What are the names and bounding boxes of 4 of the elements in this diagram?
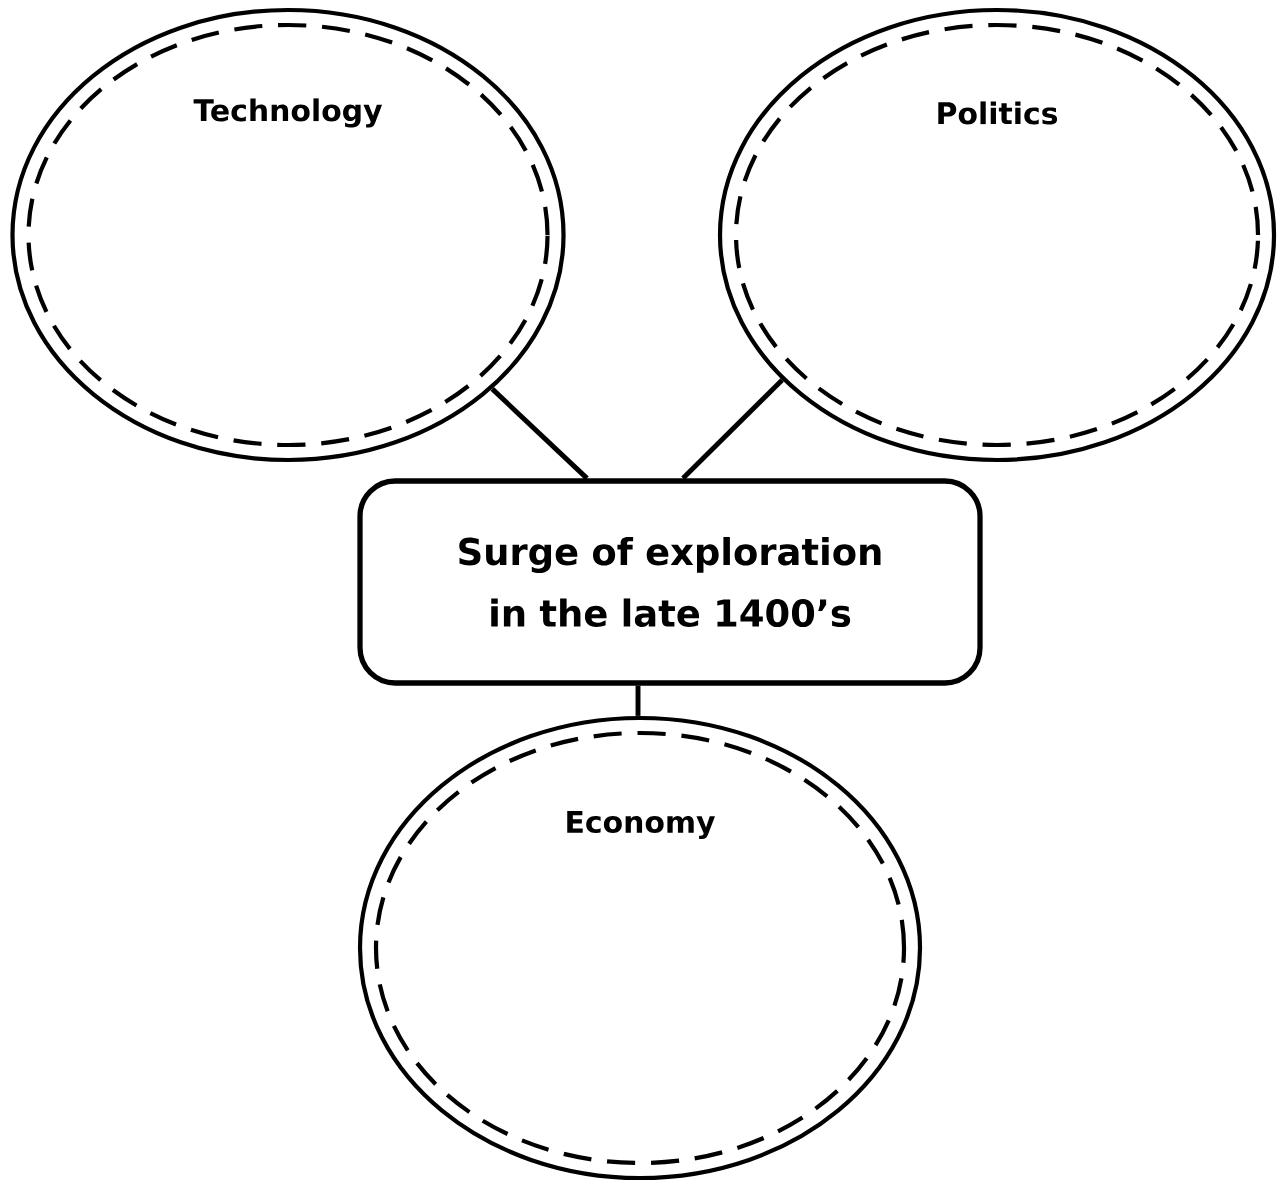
connector-line bbox=[681, 378, 784, 481]
connector-line bbox=[490, 387, 589, 481]
connector-line bbox=[635, 685, 641, 716]
rounded-box: Surge of exploration in the late 1400’s bbox=[357, 478, 983, 686]
